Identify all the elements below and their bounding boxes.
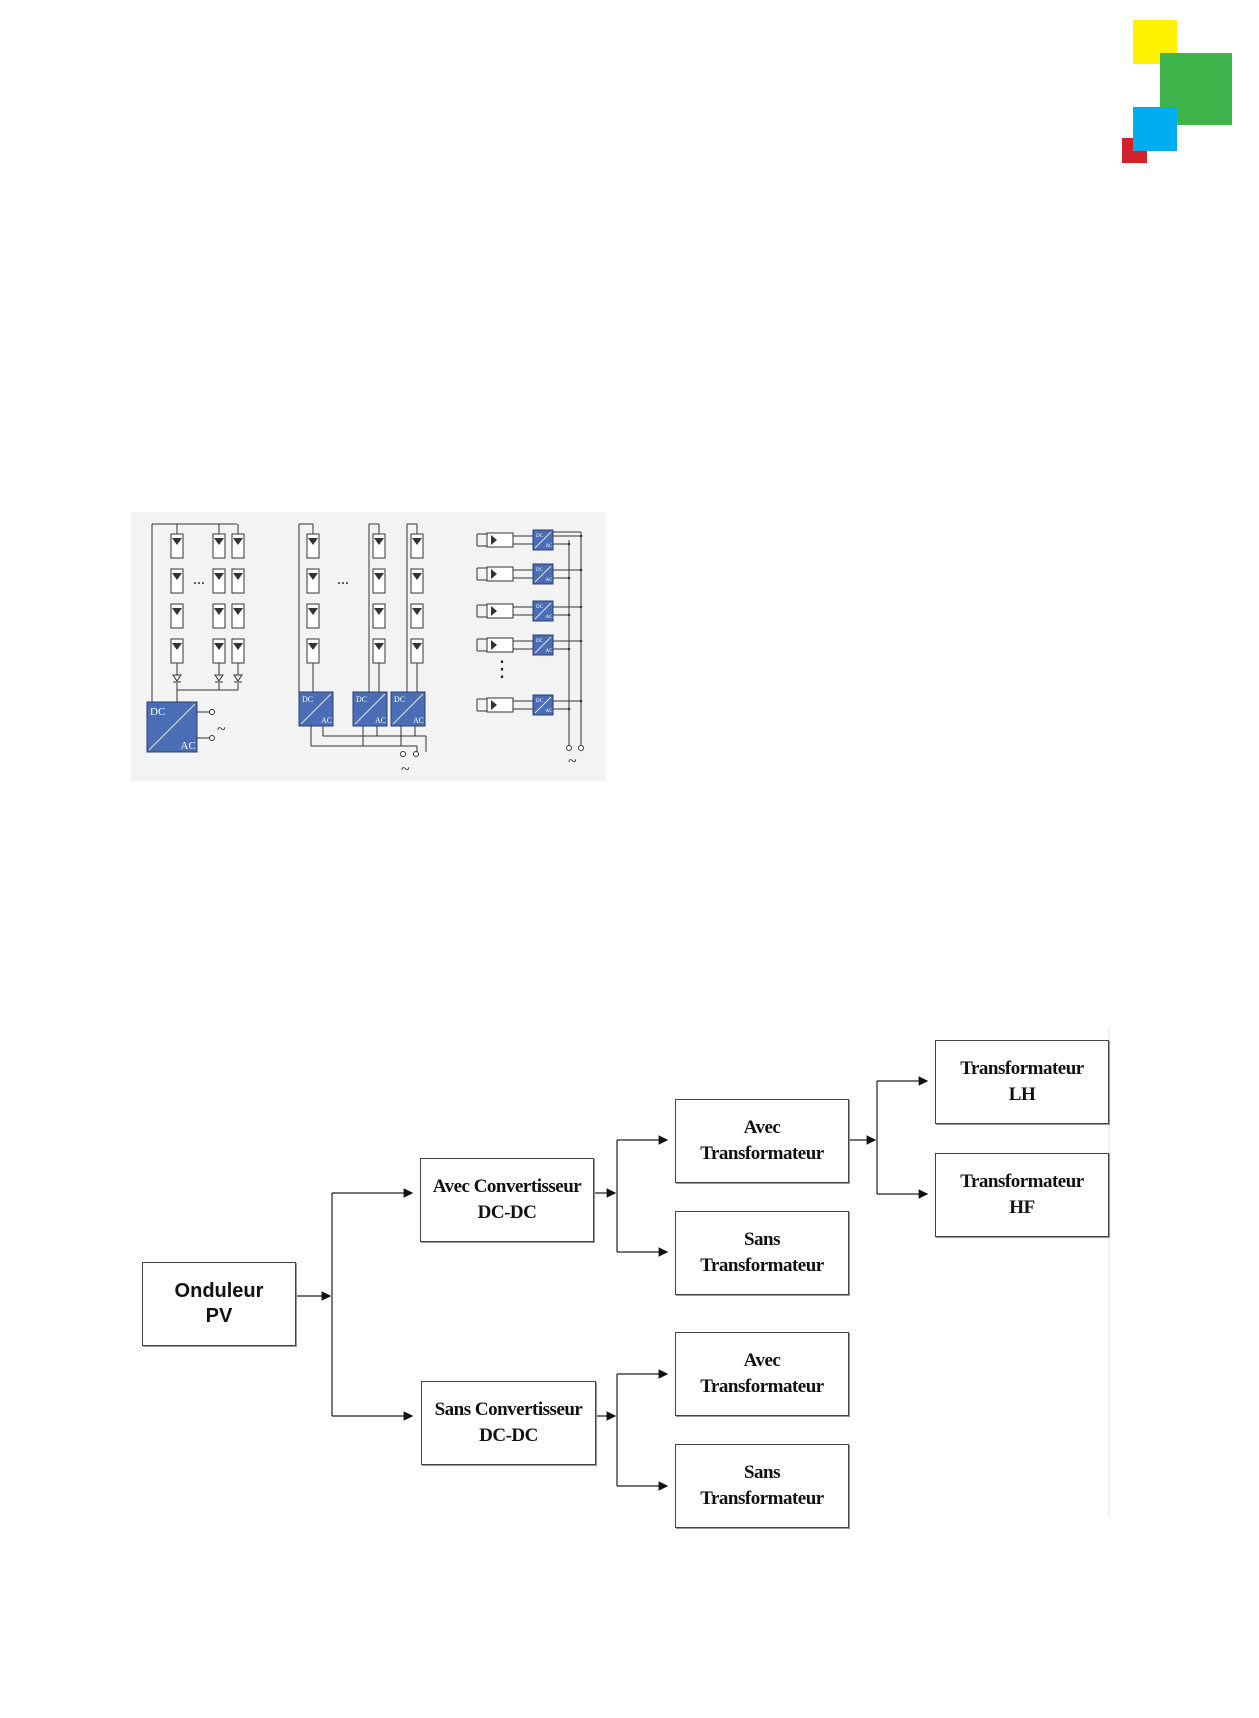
pv-module: [232, 534, 244, 558]
pv-module: [232, 604, 244, 628]
pv-module: [373, 639, 385, 663]
ellipsis: ...: [337, 571, 349, 588]
inverter-label-dc: DC: [302, 695, 313, 704]
inverter-label-dc: DC: [150, 706, 165, 718]
terminal: [414, 752, 419, 757]
pv-module: [232, 639, 244, 663]
brand-logo: [1120, 20, 1235, 165]
node-label-line2: Transformateur: [700, 1374, 824, 1400]
inverter-label-ac: AC: [546, 544, 554, 549]
ac-symbol: ~: [217, 721, 226, 738]
node-label-line1: Sans Convertisseur: [435, 1397, 583, 1423]
terminal: [579, 746, 584, 751]
pv-module: [171, 604, 183, 628]
node-label-line1: Sans: [700, 1460, 824, 1486]
terminal: [567, 746, 572, 751]
node-label-line1: Onduleur: [175, 1279, 264, 1304]
logo-blue-square: [1133, 107, 1177, 151]
inverter-label-dc: DC: [356, 695, 367, 704]
pv-module: [411, 569, 423, 593]
pv-module: [307, 569, 319, 593]
pv-module: [373, 534, 385, 558]
pv-module: [373, 604, 385, 628]
diode-symbol: [215, 675, 223, 681]
node-label-line1: Transformateur: [960, 1169, 1084, 1195]
pv-module: [411, 639, 423, 663]
pv-module-horizontal: [487, 533, 513, 547]
pv-module: [213, 569, 225, 593]
node-label-line2: Transformateur: [700, 1253, 824, 1279]
node-label-line2: DC-DC: [435, 1423, 583, 1449]
inverter-label-ac: AC: [181, 740, 196, 752]
terminal: [210, 736, 215, 741]
pv-module: [307, 639, 319, 663]
node-label-line1: Avec: [700, 1348, 824, 1374]
inverter-label-ac: AC: [375, 716, 386, 725]
node-label-line2: HF: [960, 1195, 1084, 1221]
node-label-line2: PV: [175, 1304, 264, 1329]
node-label-line1: Avec Convertisseur: [433, 1174, 581, 1200]
pv-topologies-svg: ...DCAC~...DCACDCACDCAC~DCACDCACDCACDCAC…: [131, 512, 606, 781]
pv-module: [307, 534, 319, 558]
ac-symbol: ~: [401, 761, 410, 778]
pv-module: [232, 569, 244, 593]
inverter-label-ac: AC: [546, 709, 554, 714]
inverter-label-dc: DC: [536, 699, 544, 704]
node-label-line2: Transformateur: [700, 1486, 824, 1512]
pv-module-horizontal: [487, 604, 513, 618]
pv-module: [307, 604, 319, 628]
pv-module: [171, 569, 183, 593]
pv-module: [411, 534, 423, 558]
inverter-label-dc: DC: [536, 568, 544, 573]
diode-symbol: [234, 675, 242, 681]
inverter-label-dc: DC: [536, 534, 544, 539]
inverter-label-dc: DC: [536, 605, 544, 610]
terminal: [401, 752, 406, 757]
inverter-label-ac: AC: [546, 578, 554, 583]
pv-module-horizontal: [487, 567, 513, 581]
pv-module-horizontal: [487, 638, 513, 652]
node-label-line2: LH: [960, 1082, 1084, 1108]
inverter-label-ac: AC: [321, 716, 332, 725]
pv-module-horizontal: [487, 698, 513, 712]
node-label-line1: Sans: [700, 1227, 824, 1253]
ellipsis: ...: [193, 571, 205, 588]
terminal: [210, 710, 215, 715]
pv-module: [171, 534, 183, 558]
pv-module: [411, 604, 423, 628]
node-label-line2: Transformateur: [700, 1141, 824, 1167]
pv-module: [373, 569, 385, 593]
node-with-dcdc-without-transformer: SansTransformateur: [675, 1211, 849, 1295]
diode-symbol: [173, 675, 181, 681]
inverter-label-dc: DC: [536, 639, 544, 644]
pv-module: [213, 604, 225, 628]
ellipsis: ⋮: [491, 656, 513, 681]
inverter-label-ac: AC: [413, 716, 424, 725]
ac-symbol: ~: [568, 753, 577, 770]
pv-module: [213, 534, 225, 558]
inverter-label-ac: AC: [546, 649, 554, 654]
node-label-line1: Transformateur: [960, 1056, 1084, 1082]
pv-topologies-figure: ...DCAC~...DCACDCACDCAC~DCACDCACDCACDCAC…: [131, 512, 606, 781]
pv-module: [171, 639, 183, 663]
inverter-label-dc: DC: [394, 695, 405, 704]
node-label-line2: DC-DC: [433, 1200, 581, 1226]
inverter-label-ac: AC: [546, 615, 554, 620]
node-label-line1: Avec: [700, 1115, 824, 1141]
pv-module: [213, 639, 225, 663]
